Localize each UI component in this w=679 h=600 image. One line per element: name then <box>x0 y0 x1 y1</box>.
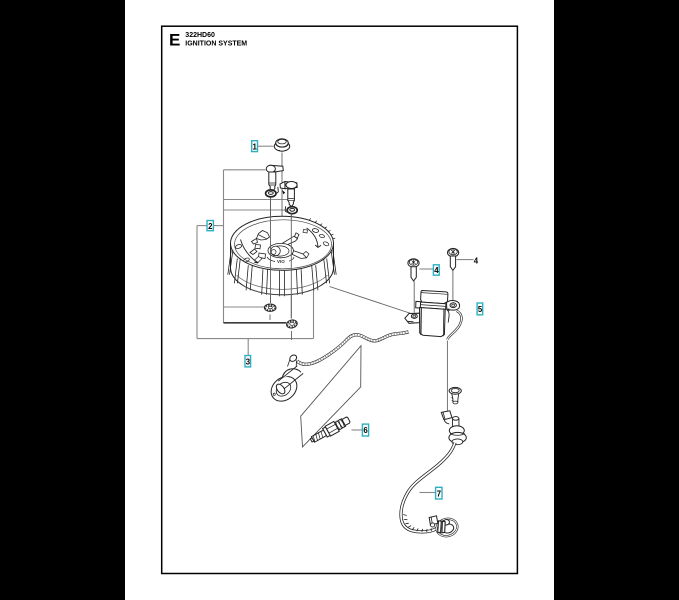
svg-text:6: 6 <box>363 426 368 435</box>
svg-text:322HD60: 322HD60 <box>185 32 215 39</box>
svg-text:3: 3 <box>246 357 251 366</box>
svg-text:5: 5 <box>478 305 483 314</box>
svg-text:7: 7 <box>437 489 441 498</box>
svg-text:4: 4 <box>434 266 439 275</box>
svg-text:IGNITION SYSTEM: IGNITION SYSTEM <box>185 41 247 48</box>
svg-text:2: 2 <box>208 222 213 231</box>
svg-text:E: E <box>169 31 180 50</box>
svg-text:4: 4 <box>474 256 479 265</box>
svg-text:VIO: VIO <box>277 259 285 264</box>
svg-text:1: 1 <box>253 142 258 151</box>
